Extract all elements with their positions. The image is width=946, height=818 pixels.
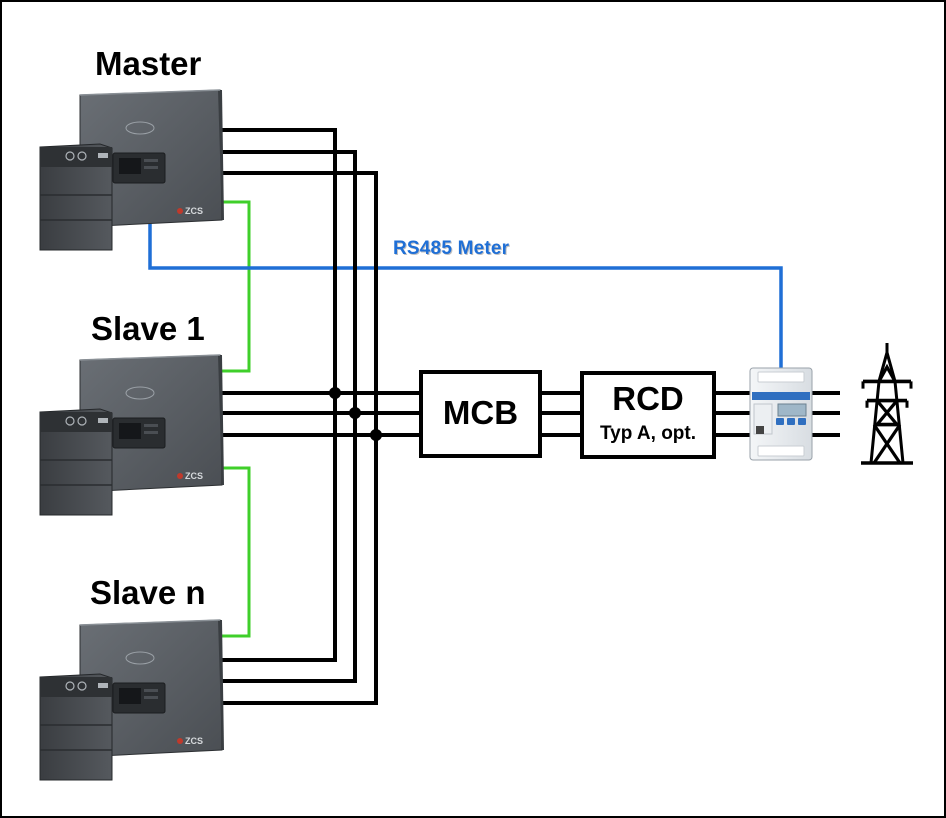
- inverter-link-lines: [221, 200, 251, 638]
- slave-n-label: Slave n: [90, 574, 206, 611]
- mcb-label: MCB: [442, 394, 519, 431]
- bus-junctions: [329, 387, 382, 441]
- rs485-line: [148, 220, 783, 368]
- energy-meter-icon: [749, 367, 813, 461]
- rs485-meter-label: RS485 Meter: [393, 238, 510, 259]
- master-label: Master: [95, 45, 202, 82]
- slave-1-label: Slave 1: [91, 310, 205, 347]
- rcd-sublabel: Typ A, opt.: [599, 423, 697, 444]
- mcb-box: [419, 370, 542, 458]
- energy-meter: [749, 367, 813, 461]
- rcd-label: RCD: [612, 380, 684, 417]
- rcd-box: [580, 371, 716, 459]
